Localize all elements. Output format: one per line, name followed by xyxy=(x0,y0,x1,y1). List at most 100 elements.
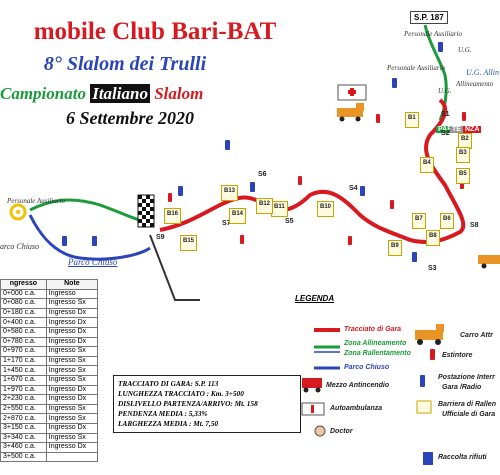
station-s3: S3 xyxy=(428,265,437,272)
personale-label-2: Personale Ausiliario xyxy=(387,64,446,72)
legend-estintore: Estintore xyxy=(442,352,473,359)
allineamento-route xyxy=(29,198,151,225)
table-cell-note: Ingresso Sx xyxy=(45,365,99,376)
legend-barriera-2: Ufficiale di Gara xyxy=(442,411,496,418)
page-title: mobile Club Bari-BAT xyxy=(33,18,277,45)
station-s5: S5 xyxy=(285,218,294,225)
table-cell-note: Ingresso xyxy=(45,288,99,300)
champ-word-3: Slalom xyxy=(154,84,204,103)
info-line-5: LARGHEZZA MEDIA : Mt. 7,50 xyxy=(118,419,219,428)
parco-chiuso-route xyxy=(28,214,151,261)
parco-chiuso-label-1: arco Chiuso xyxy=(0,242,40,251)
station-s2: S2 xyxy=(441,130,450,137)
station-s8: S8 xyxy=(470,222,479,229)
legend-zona-all: Zona Allineamento xyxy=(344,340,407,347)
legend-ambulance-icon xyxy=(301,402,325,416)
barrier-b16: B16 xyxy=(164,208,182,224)
legend-fire-truck-icon xyxy=(302,378,322,393)
station-s1: S1 xyxy=(441,111,450,118)
table-cell-note: Ingresso Sx xyxy=(45,346,99,357)
table-row: 3+150 c.a.Ingresso Dx xyxy=(0,422,99,434)
table-row: 0+780 c.a.Ingresso Dx xyxy=(0,336,99,348)
legend-radio-icon xyxy=(420,375,425,387)
barrier-b4: B4 xyxy=(420,157,434,173)
table-row: 1+970 c.a.Ingresso Dx xyxy=(0,384,99,396)
tow-truck-icon xyxy=(337,103,364,122)
barrier-b5: B5 xyxy=(456,168,470,184)
legend-doctor-icon xyxy=(314,425,326,437)
table-cell-note: Ingresso Sx xyxy=(45,432,99,444)
table-cell-progressiva: 0+180 c.a. xyxy=(0,307,47,319)
table-cell-note xyxy=(45,451,99,463)
legend-postazione-2: Gara /Radio xyxy=(442,384,482,391)
legend-extinguisher-icon xyxy=(430,349,435,360)
table-cell-progressiva: 0+580 c.a. xyxy=(0,326,47,338)
table-cell-note: Ingresso Dx xyxy=(45,326,99,338)
ug-label-1: U.G. Allin xyxy=(466,68,499,77)
table-cell-note: Ingresso Dx xyxy=(45,394,99,405)
table-row: 1+670 c.a.Ingresso Sx xyxy=(0,374,99,386)
table-cell-note: Ingresso Dx xyxy=(45,442,99,453)
ug-label-1b: Allineamento xyxy=(456,80,494,88)
table-row: 0+180 c.a.Ingresso Dx xyxy=(0,307,99,319)
table-cell-progressiva: 3+500 c.a. xyxy=(0,451,47,463)
tow-truck-icon-right xyxy=(478,255,500,269)
info-line-4: PENDENZA MEDIA : 5,33% xyxy=(118,409,208,418)
barrier-b15: B15 xyxy=(180,235,198,251)
table-cell-note: Ingresso Dx xyxy=(45,336,99,348)
ug-label-2: U.G. xyxy=(458,46,472,54)
personale-label-1: Personale Ausiliario xyxy=(404,30,463,38)
station-s7: S7 xyxy=(222,220,231,227)
barrier-b1: B1 xyxy=(405,112,419,128)
table-header-note: Note xyxy=(45,279,99,290)
table-row: 3+500 c.a. xyxy=(0,451,99,463)
table-cell-progressiva: 1+170 c.a. xyxy=(0,355,47,367)
barrier-b10: B10 xyxy=(317,201,335,217)
table-row: 0+970 c.a.Ingresso Sx xyxy=(0,346,99,357)
barrier-b8: B8 xyxy=(426,230,440,246)
table-cell-note: Ingresso Dx xyxy=(45,384,99,396)
barrier-b9: B9 xyxy=(388,240,402,256)
info-line-1: TRACCIATO DI GARA: S.P. 113 xyxy=(118,379,219,388)
legend-tracciato: Tracciato di Gara xyxy=(344,326,402,333)
track-info-box: TRACCIATO DI GARA: S.P. 113 LUNGHEZZA TR… xyxy=(113,375,301,433)
table-row: 2+870 c.a.Ingresso Sx xyxy=(0,413,99,424)
partenza-2: TE xyxy=(450,126,463,133)
legend-raccolta: Raccolta rifiuti xyxy=(438,454,487,461)
table-cell-note: Ingresso Sx xyxy=(45,403,99,415)
barrier-b7: B7 xyxy=(412,213,426,229)
event-subtitle: 8° Slalom dei Trulli xyxy=(43,53,207,75)
legend-ambulanza: Autoambulanza xyxy=(330,405,383,412)
table-cell-note: Ingresso Sx xyxy=(45,298,99,309)
table-row: 3+460 c.a.Ingresso Dx xyxy=(0,442,99,453)
table-cell-progressiva: 0+780 c.a. xyxy=(0,336,47,348)
station-s9: S9 xyxy=(156,234,165,241)
table-cell-progressiva: 2+550 c.a. xyxy=(0,403,47,415)
champ-word-1: Campionato xyxy=(0,84,86,103)
barrier-b14: B14 xyxy=(229,208,247,224)
table-row: 1+170 c.a.Ingresso Sx xyxy=(0,355,99,367)
partenza-1: PAR xyxy=(436,126,455,133)
legend-doctor: Doctor xyxy=(330,428,353,435)
championship-label: Campionato Italiano Slalom xyxy=(0,84,203,104)
legend-barriera: Barriera di Rallen xyxy=(438,401,496,408)
info-line-2: LUNGHEZZA TRACCIATO : Km. 3+500 xyxy=(118,389,244,398)
table-cell-progressiva: 2+230 c.a. xyxy=(0,394,47,405)
personale-label-3: Personale Ausiliario xyxy=(7,197,66,205)
table-cell-progressiva: 2+870 c.a. xyxy=(0,413,47,424)
legend-tow-truck-icon xyxy=(415,324,444,345)
barrier-b6: B6 xyxy=(440,213,454,229)
table-row: 2+550 c.a.Ingresso Sx xyxy=(0,403,99,415)
legend-postazione: Postazione Interr xyxy=(438,374,495,381)
barrier-b13: B13 xyxy=(221,185,239,201)
champ-word-2: Italiano xyxy=(90,84,150,103)
road-label: S.P. 187 xyxy=(410,11,448,24)
legend-carro: Carro Attr xyxy=(460,332,493,339)
table-cell-progressiva: 3+340 c.a. xyxy=(0,432,47,444)
table-cell-progressiva: 1+970 c.a. xyxy=(0,384,47,396)
road-background xyxy=(149,234,200,301)
table-cell-note: Ingresso Dx xyxy=(45,307,99,319)
table-header-row: ngresso Note xyxy=(0,279,99,290)
table-cell-progressiva: 0+000 c.a. xyxy=(0,288,47,300)
